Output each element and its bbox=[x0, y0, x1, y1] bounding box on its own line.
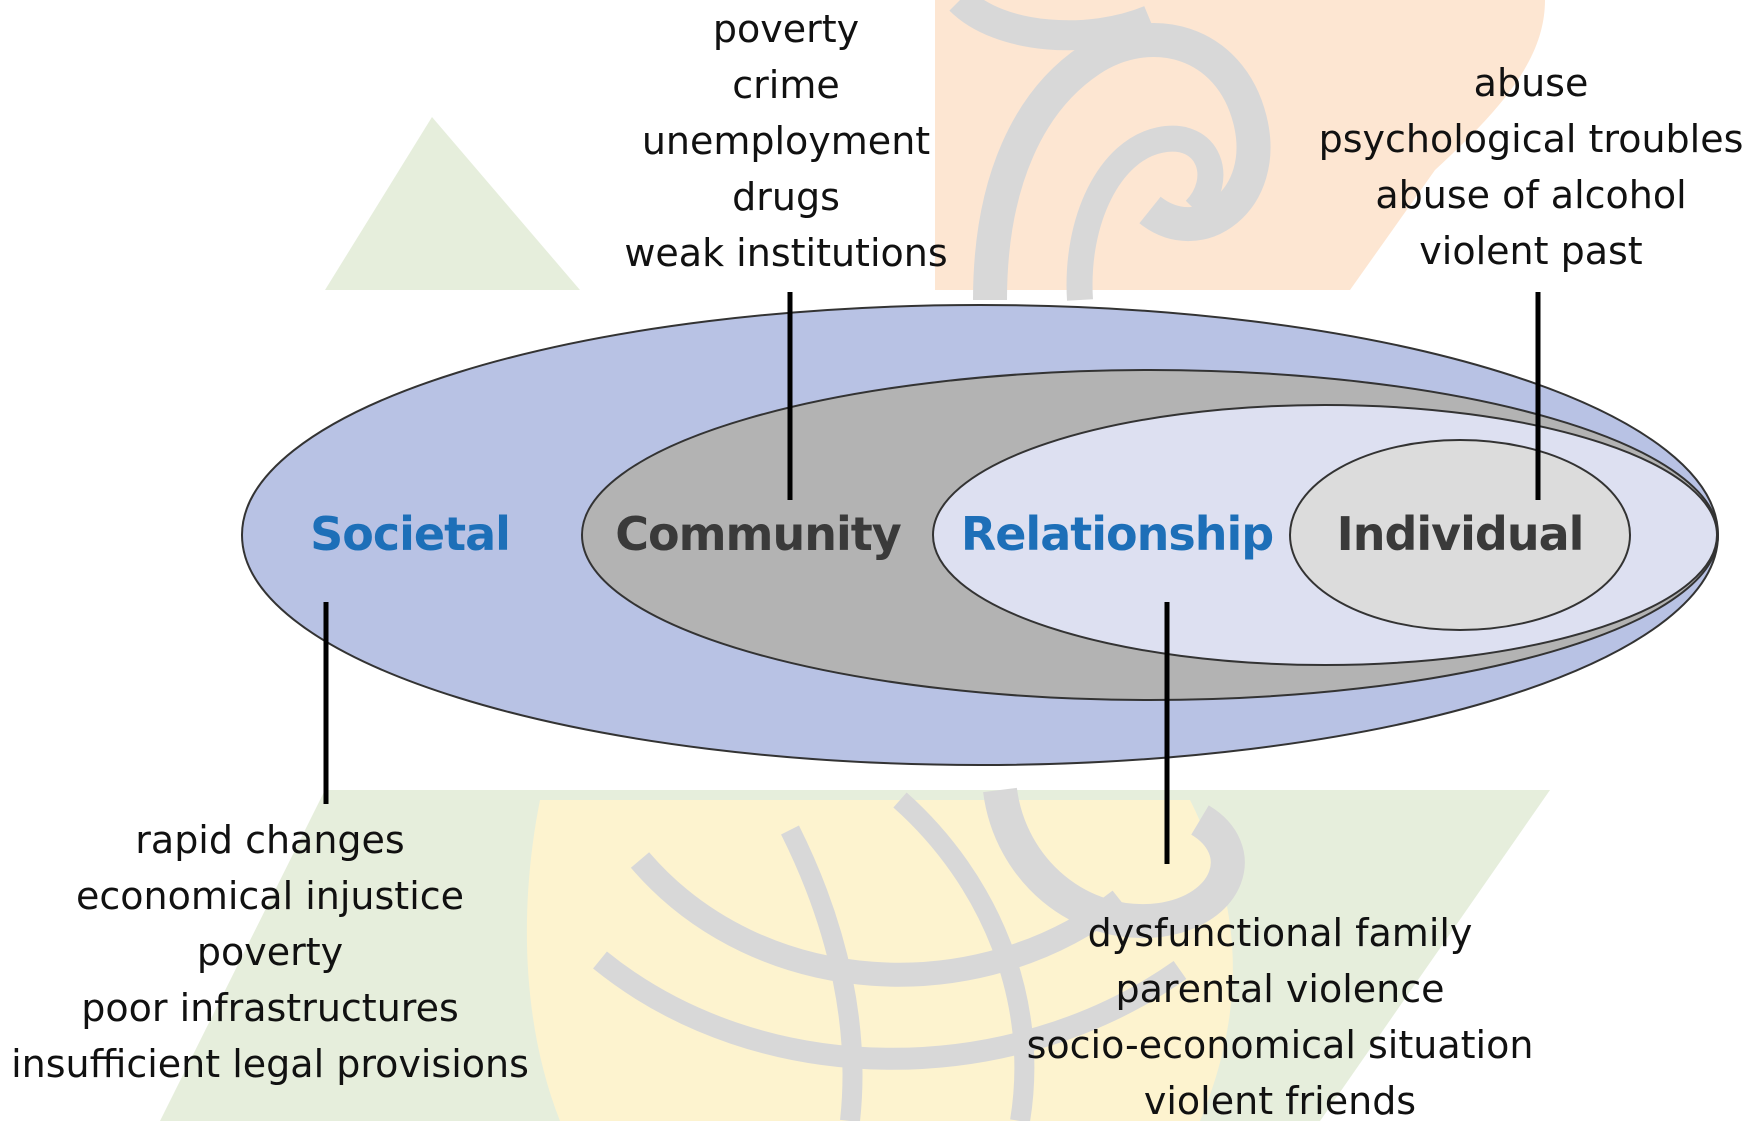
societal-factor-list: rapid changes economical injustice pover… bbox=[0, 812, 540, 1092]
list-item: weak institutions bbox=[624, 231, 948, 275]
watermark-globe-meridian-2 bbox=[893, 792, 1035, 1121]
level-label-relationship: Relationship bbox=[961, 507, 1273, 561]
list-item: dysfunctional family bbox=[1087, 911, 1473, 955]
watermark-globe-meridian-1 bbox=[781, 825, 863, 1121]
watermark-swirl-inner bbox=[1066, 125, 1224, 301]
level-label-individual: Individual bbox=[1337, 507, 1584, 561]
individual-factor-list: abuse psychological troubles abuse of al… bbox=[1311, 55, 1751, 279]
list-item: economical injustice bbox=[75, 874, 465, 918]
list-item: parental violence bbox=[1115, 967, 1445, 1011]
ellipse-individual bbox=[1289, 439, 1631, 631]
list-item: insufficient legal provisions bbox=[11, 1042, 529, 1086]
list-item: poverty bbox=[712, 7, 860, 51]
watermark-swirl-upper bbox=[973, 23, 1271, 301]
list-item: abuse of alcohol bbox=[1375, 173, 1687, 217]
list-item: psychological troubles bbox=[1318, 117, 1744, 161]
list-item: rapid changes bbox=[135, 818, 405, 862]
list-item: violent friends bbox=[1143, 1079, 1417, 1121]
watermark-globe-arc-2 bbox=[593, 951, 1187, 1070]
relationship-factor-list: dysfunctional family parental violence s… bbox=[1000, 905, 1560, 1121]
list-item: socio-economical situation bbox=[1026, 1023, 1534, 1067]
list-item: unemployment bbox=[641, 119, 931, 163]
community-factor-list: poverty crime unemployment drugs weak in… bbox=[586, 1, 986, 281]
list-item: poor infrastructures bbox=[81, 986, 459, 1030]
list-item: drugs bbox=[732, 175, 840, 219]
list-item: violent past bbox=[1419, 229, 1643, 273]
level-label-societal: Societal bbox=[310, 507, 510, 561]
watermark-triangle-upper bbox=[325, 117, 580, 290]
list-item: abuse bbox=[1473, 61, 1589, 105]
watermark-globe-arc-1 bbox=[630, 852, 1128, 987]
list-item: crime bbox=[732, 63, 840, 107]
watermark-swirl-lower bbox=[983, 787, 1245, 939]
list-item: poverty bbox=[196, 930, 344, 974]
watermark-swirl-top bbox=[949, 0, 1156, 51]
level-label-community: Community bbox=[615, 507, 901, 561]
